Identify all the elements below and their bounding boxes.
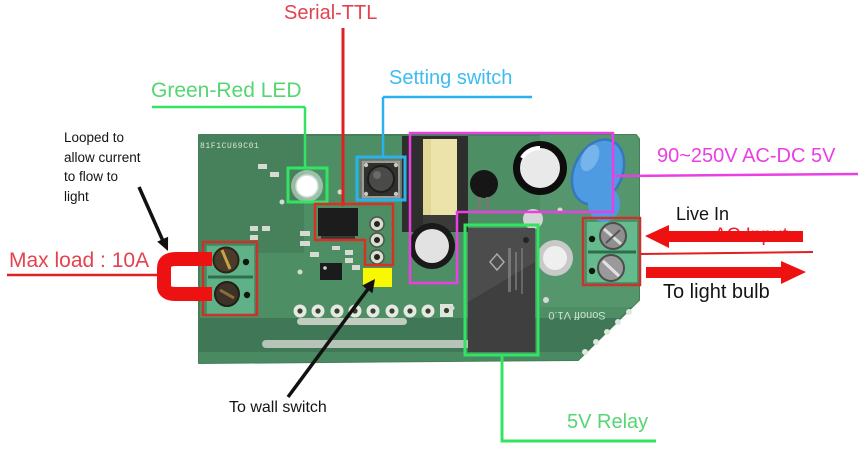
- ac-terminal-block: [585, 220, 639, 284]
- label-to-light-bulb: To light bulb: [663, 281, 770, 303]
- main-chip: [318, 208, 358, 240]
- output-terminal-block: [205, 244, 256, 316]
- label-max-load: Max load : 10A: [9, 249, 150, 272]
- led-callout: [152, 105, 329, 204]
- ac-input-arrow: [645, 225, 803, 248]
- silkscreen-sonoff: Sonoff V1.0: [548, 309, 605, 321]
- white-capacitor: [537, 240, 573, 276]
- small-ic: [320, 263, 342, 280]
- setting-switch-callout: [355, 95, 532, 202]
- loop-wire: [157, 252, 212, 301]
- label-live-in: Live In: [676, 204, 730, 224]
- acdc-label-line: [611, 172, 859, 178]
- wall-switch-arrow: [286, 279, 375, 399]
- transistor: [470, 170, 498, 210]
- status-led: [291, 170, 323, 202]
- push-button: [360, 159, 402, 200]
- serial-header-pins: [369, 216, 385, 265]
- acdc-section-outline: [408, 131, 615, 285]
- filter-capacitor: [409, 223, 455, 269]
- label-5v-relay: 5V Relay: [567, 411, 649, 433]
- label-serial-ttl: Serial-TTL: [284, 2, 378, 24]
- label-green-red-led: Green-Red LED: [151, 79, 302, 102]
- thin-red-line: [640, 251, 814, 255]
- pcb-board: 81F1CU69C01 Sonoff V1.0: [198, 134, 640, 364]
- through-hole-row: [293, 304, 453, 318]
- serial-ttl-callout: [313, 28, 395, 267]
- looped-note-arrow: [137, 186, 169, 251]
- label-acdc-converter: 90~250V AC-DC 5V: [657, 145, 836, 167]
- label-to-wall-switch: To wall switch: [229, 399, 327, 416]
- output-terminal-outline: [201, 240, 259, 317]
- bulk-capacitor: [513, 141, 567, 195]
- label-setting-switch: Setting switch: [389, 67, 513, 89]
- smd-parts: [250, 164, 563, 311]
- relay: [468, 228, 535, 352]
- label-looped-note: Looped to allow current to flow to light: [64, 130, 141, 204]
- ac-terminal-outline: [581, 216, 642, 287]
- silkscreen-part-number: 81F1CU69C01: [200, 142, 259, 151]
- to-light-bulb-arrow: [646, 261, 806, 284]
- relay-callout: [463, 223, 656, 443]
- edge-pads: [582, 309, 632, 355]
